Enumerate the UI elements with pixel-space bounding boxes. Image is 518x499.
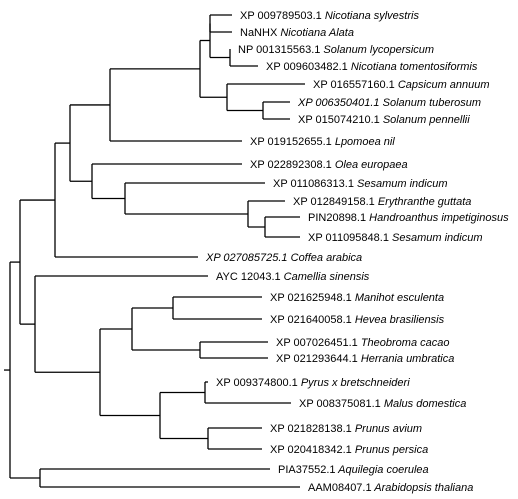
leaf-accession: XP 021293644.1 — [276, 353, 358, 365]
leaf-label-l7: XP 015074210.1 Solanum pennellii — [298, 114, 470, 126]
leaf-label-l8: XP 019152655.1 Lpomoea nil — [250, 136, 395, 148]
leaf-accession: XP 009374800.1 — [216, 377, 298, 389]
leaf-accession: XP 011095848.1 — [308, 232, 389, 244]
leaf-label-l20: XP 009374800.1 Pyrus x bretschneideri — [216, 377, 410, 389]
leaf-species: Sesamum indicum — [354, 178, 448, 190]
leaf-accession: PIN20898.1 — [308, 212, 366, 224]
leaf-species: Solanum tuberosum — [380, 97, 482, 109]
leaf-accession: XP 021625948.1 — [270, 292, 352, 304]
leaf-accession: XP 009789503.1 — [240, 10, 322, 22]
leaf-species: Manihot esculenta — [352, 292, 444, 304]
leaf-label-l21: XP 008375081.1 Malus domestica — [299, 398, 466, 410]
leaf-label-l18: XP 007026451.1 Theobroma cacao — [276, 337, 449, 349]
leaf-label-l25: AAM08407.1 Arabidopsis thaliana — [308, 482, 473, 494]
leaf-label-l19: XP 021293644.1 Herrania umbratica — [276, 353, 454, 365]
leaf-accession: XP 020418342.1 — [270, 444, 352, 456]
leaf-species: Prunus persica — [352, 444, 428, 456]
leaf-species: Herrania umbratica — [358, 353, 455, 365]
leaf-accession: XP 011086313.1 — [273, 178, 354, 190]
leaf-accession: AAM08407.1 — [308, 482, 372, 494]
leaf-accession: XP 016557160.1 — [313, 79, 395, 91]
leaf-species: Nicotiana sylvestris — [322, 10, 420, 22]
leaf-species: Pyrus x bretschneideri — [298, 377, 410, 389]
leaf-label-l15: AYC 12043.1 Camellia sinensis — [216, 271, 370, 283]
leaf-label-l5: XP 016557160.1 Capsicum annuum — [313, 79, 490, 91]
leaf-species: Nicotiana tomentosiformis — [348, 61, 478, 73]
leaf-label-l11: XP 012849158.1 Erythranthe guttata — [293, 196, 471, 208]
leaf-label-l24: PIA37552.1 Aquilegia coerulea — [278, 464, 429, 476]
leaf-species: Lpomoea nil — [332, 136, 396, 148]
leaf-label-l17: XP 021640058.1 Hevea brasiliensis — [270, 314, 445, 326]
leaf-label-l14: XP 027085725.1 Coffea arabica — [205, 252, 362, 264]
leaf-accession: NP 001315563.1 — [238, 44, 320, 56]
leaf-species: Prunus avium — [352, 423, 422, 435]
leaf-label-l6: XP 006350401.1 Solanum tuberosum — [297, 97, 481, 109]
leaf-label-l12: PIN20898.1 Handroanthus impetiginosus — [308, 212, 509, 224]
leaf-species: Olea europaea — [332, 159, 408, 171]
leaf-accession: PIA37552.1 — [278, 464, 336, 476]
leaf-species: Malus domestica — [381, 398, 467, 410]
leaf-accession: XP 009603482.1 — [266, 61, 348, 73]
leaf-species: Sesamum indicum — [389, 232, 483, 244]
leaf-label-l10: XP 011086313.1 Sesamum indicum — [273, 178, 448, 190]
leaf-accession: XP 027085725.1 — [205, 252, 288, 264]
leaf-accession: AYC 12043.1 — [216, 271, 281, 283]
leaf-species: Hevea brasiliensis — [352, 314, 445, 326]
leaf-species: Nicotiana Alata — [277, 27, 354, 39]
leaf-label-l9: XP 022892308.1 Olea europaea — [250, 159, 408, 171]
leaf-species: Aquilegia coerulea — [336, 464, 429, 476]
leaf-species: Theobroma cacao — [358, 337, 450, 349]
leaf-species: Erythranthe guttata — [375, 196, 472, 208]
leaf-species: Handroanthus impetiginosus — [366, 212, 509, 224]
leaf-label-l4: XP 009603482.1 Nicotiana tomentosiformis — [266, 61, 478, 73]
leaf-accession: XP 006350401.1 — [297, 97, 380, 109]
leaf-accession: XP 007026451.1 — [276, 337, 358, 349]
leaf-accession: XP 008375081.1 — [299, 398, 381, 410]
leaf-species: Solanum pennellii — [380, 114, 470, 126]
leaf-accession: XP 019152655.1 — [250, 136, 332, 148]
leaf-label-l22: XP 021828138.1 Prunus avium — [270, 423, 422, 435]
leaf-accession: XP 012849158.1 — [293, 196, 375, 208]
leaf-accession: XP 021828138.1 — [270, 423, 352, 435]
leaf-accession: XP 022892308.1 — [250, 159, 332, 171]
leaf-accession: NaNHX — [240, 27, 278, 39]
leaf-species: Coffea arabica — [288, 252, 363, 264]
leaf-species: Camellia sinensis — [281, 271, 370, 283]
leaf-label-l2: NaNHX Nicotiana Alata — [240, 27, 354, 39]
leaf-species: Capsicum annuum — [395, 79, 490, 91]
leaf-label-l13: XP 011095848.1 Sesamum indicum — [308, 232, 483, 244]
leaf-accession: XP 015074210.1 — [298, 114, 380, 126]
leaf-label-l3: NP 001315563.1 Solanum lycopersicum — [238, 44, 434, 56]
leaf-label-l16: XP 021625948.1 Manihot esculenta — [270, 292, 444, 304]
leaf-species: Arabidopsis thaliana — [372, 482, 474, 494]
leaf-label-l23: XP 020418342.1 Prunus persica — [270, 444, 428, 456]
leaf-label-l1: XP 009789503.1 Nicotiana sylvestris — [240, 10, 419, 22]
leaf-accession: XP 021640058.1 — [270, 314, 352, 326]
leaf-species: Solanum lycopersicum — [320, 44, 434, 56]
